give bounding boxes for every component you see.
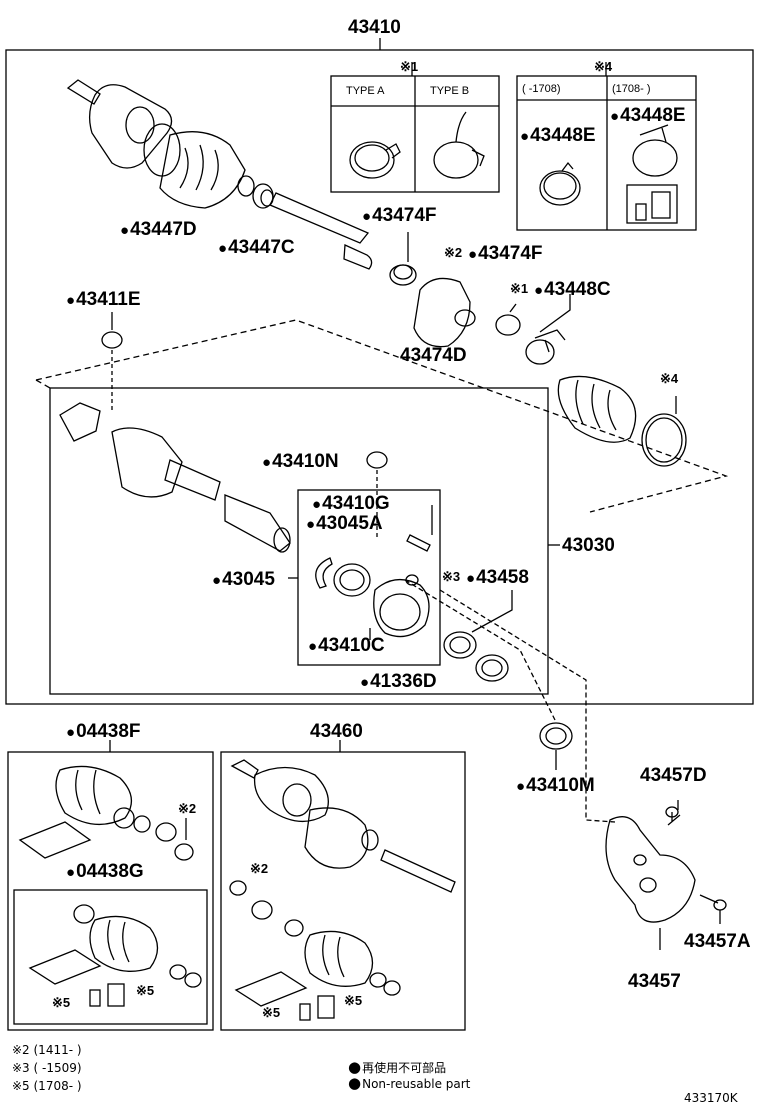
kit-04438F-frame (7, 751, 214, 1031)
label-43460: 43460 (310, 721, 363, 742)
label-43030: 43030 (562, 535, 615, 556)
legend-note-3: ※3 ( -1509) (12, 1061, 82, 1075)
label-43410M: 43410M (516, 776, 595, 795)
type-a-header: TYPE A (346, 85, 385, 97)
assembly-43410-frame (5, 49, 754, 705)
shaft (269, 192, 370, 244)
legend-nonreusable-en: Non-reusable part (348, 1076, 470, 1091)
label-43474F-b: 43474F (468, 244, 542, 263)
note-5-b: ※5 (136, 983, 155, 998)
label-43448E-a: 43448E (520, 126, 596, 145)
note-1-b: ※1 (400, 59, 419, 74)
label-43410N: 43410N (262, 452, 339, 471)
kit-04438G-frame (13, 889, 208, 1025)
note-2-c: ※2 (250, 861, 269, 876)
inner-joint (111, 427, 183, 498)
note-2-a: ※2 (444, 245, 463, 260)
label-43410C: 43410C (308, 636, 385, 655)
label-43474D: 43474D (400, 345, 467, 366)
label-43411E: 43411E (66, 290, 140, 309)
note-2-b: ※2 (178, 801, 197, 816)
label-43045: 43045 (212, 570, 275, 589)
inner-boot (557, 375, 637, 443)
note-5-a: ※5 (52, 995, 71, 1010)
label-43458: 43458 (466, 568, 529, 587)
type-b-header: TYPE B (430, 85, 470, 97)
label-43410G: 43410G (312, 494, 390, 513)
label-43448E-b: 43448E (610, 106, 686, 125)
legend-nonreusable-jp: 再使用不可部品 (348, 1060, 446, 1075)
kit-43460-frame (220, 751, 466, 1031)
legend-note-2: ※2 (1411- ) (12, 1043, 82, 1057)
bracket (605, 816, 696, 923)
label-43474F-a: 43474F (362, 206, 436, 225)
dashed-plane (35, 319, 729, 513)
label-43457: 43457 (628, 971, 681, 992)
note-1-a: ※1 (510, 281, 529, 296)
label-43045A: 43045A (306, 514, 383, 533)
note-4-b: ※4 (594, 59, 613, 74)
assembly-43030-frame (49, 387, 549, 695)
range-2-header: (1708- ) (612, 83, 651, 95)
label-43457A: 43457A (684, 931, 751, 952)
note-5-c: ※5 (262, 1005, 281, 1020)
outer-boot (159, 131, 246, 209)
label-41336D: 41336D (360, 672, 437, 691)
label-43447C: 43447C (218, 238, 295, 257)
range-1-header: ( -1708) (522, 83, 561, 95)
label-04438F: 04438F (66, 722, 140, 741)
note-5-d: ※5 (344, 993, 363, 1008)
label-43457D: 43457D (640, 765, 707, 786)
legend-note-5: ※5 (1708- ) (12, 1079, 82, 1093)
note-3: ※3 (442, 569, 461, 584)
outer-joint (88, 84, 173, 169)
label-43447D: 43447D (120, 220, 197, 239)
label-04438G: 04438G (66, 862, 144, 881)
label-43410: 43410 (348, 17, 401, 38)
note-4-a: ※4 (660, 371, 679, 386)
damper (413, 277, 471, 348)
label-43448C: 43448C (534, 280, 611, 299)
diagram-id: 433170K (684, 1091, 738, 1105)
